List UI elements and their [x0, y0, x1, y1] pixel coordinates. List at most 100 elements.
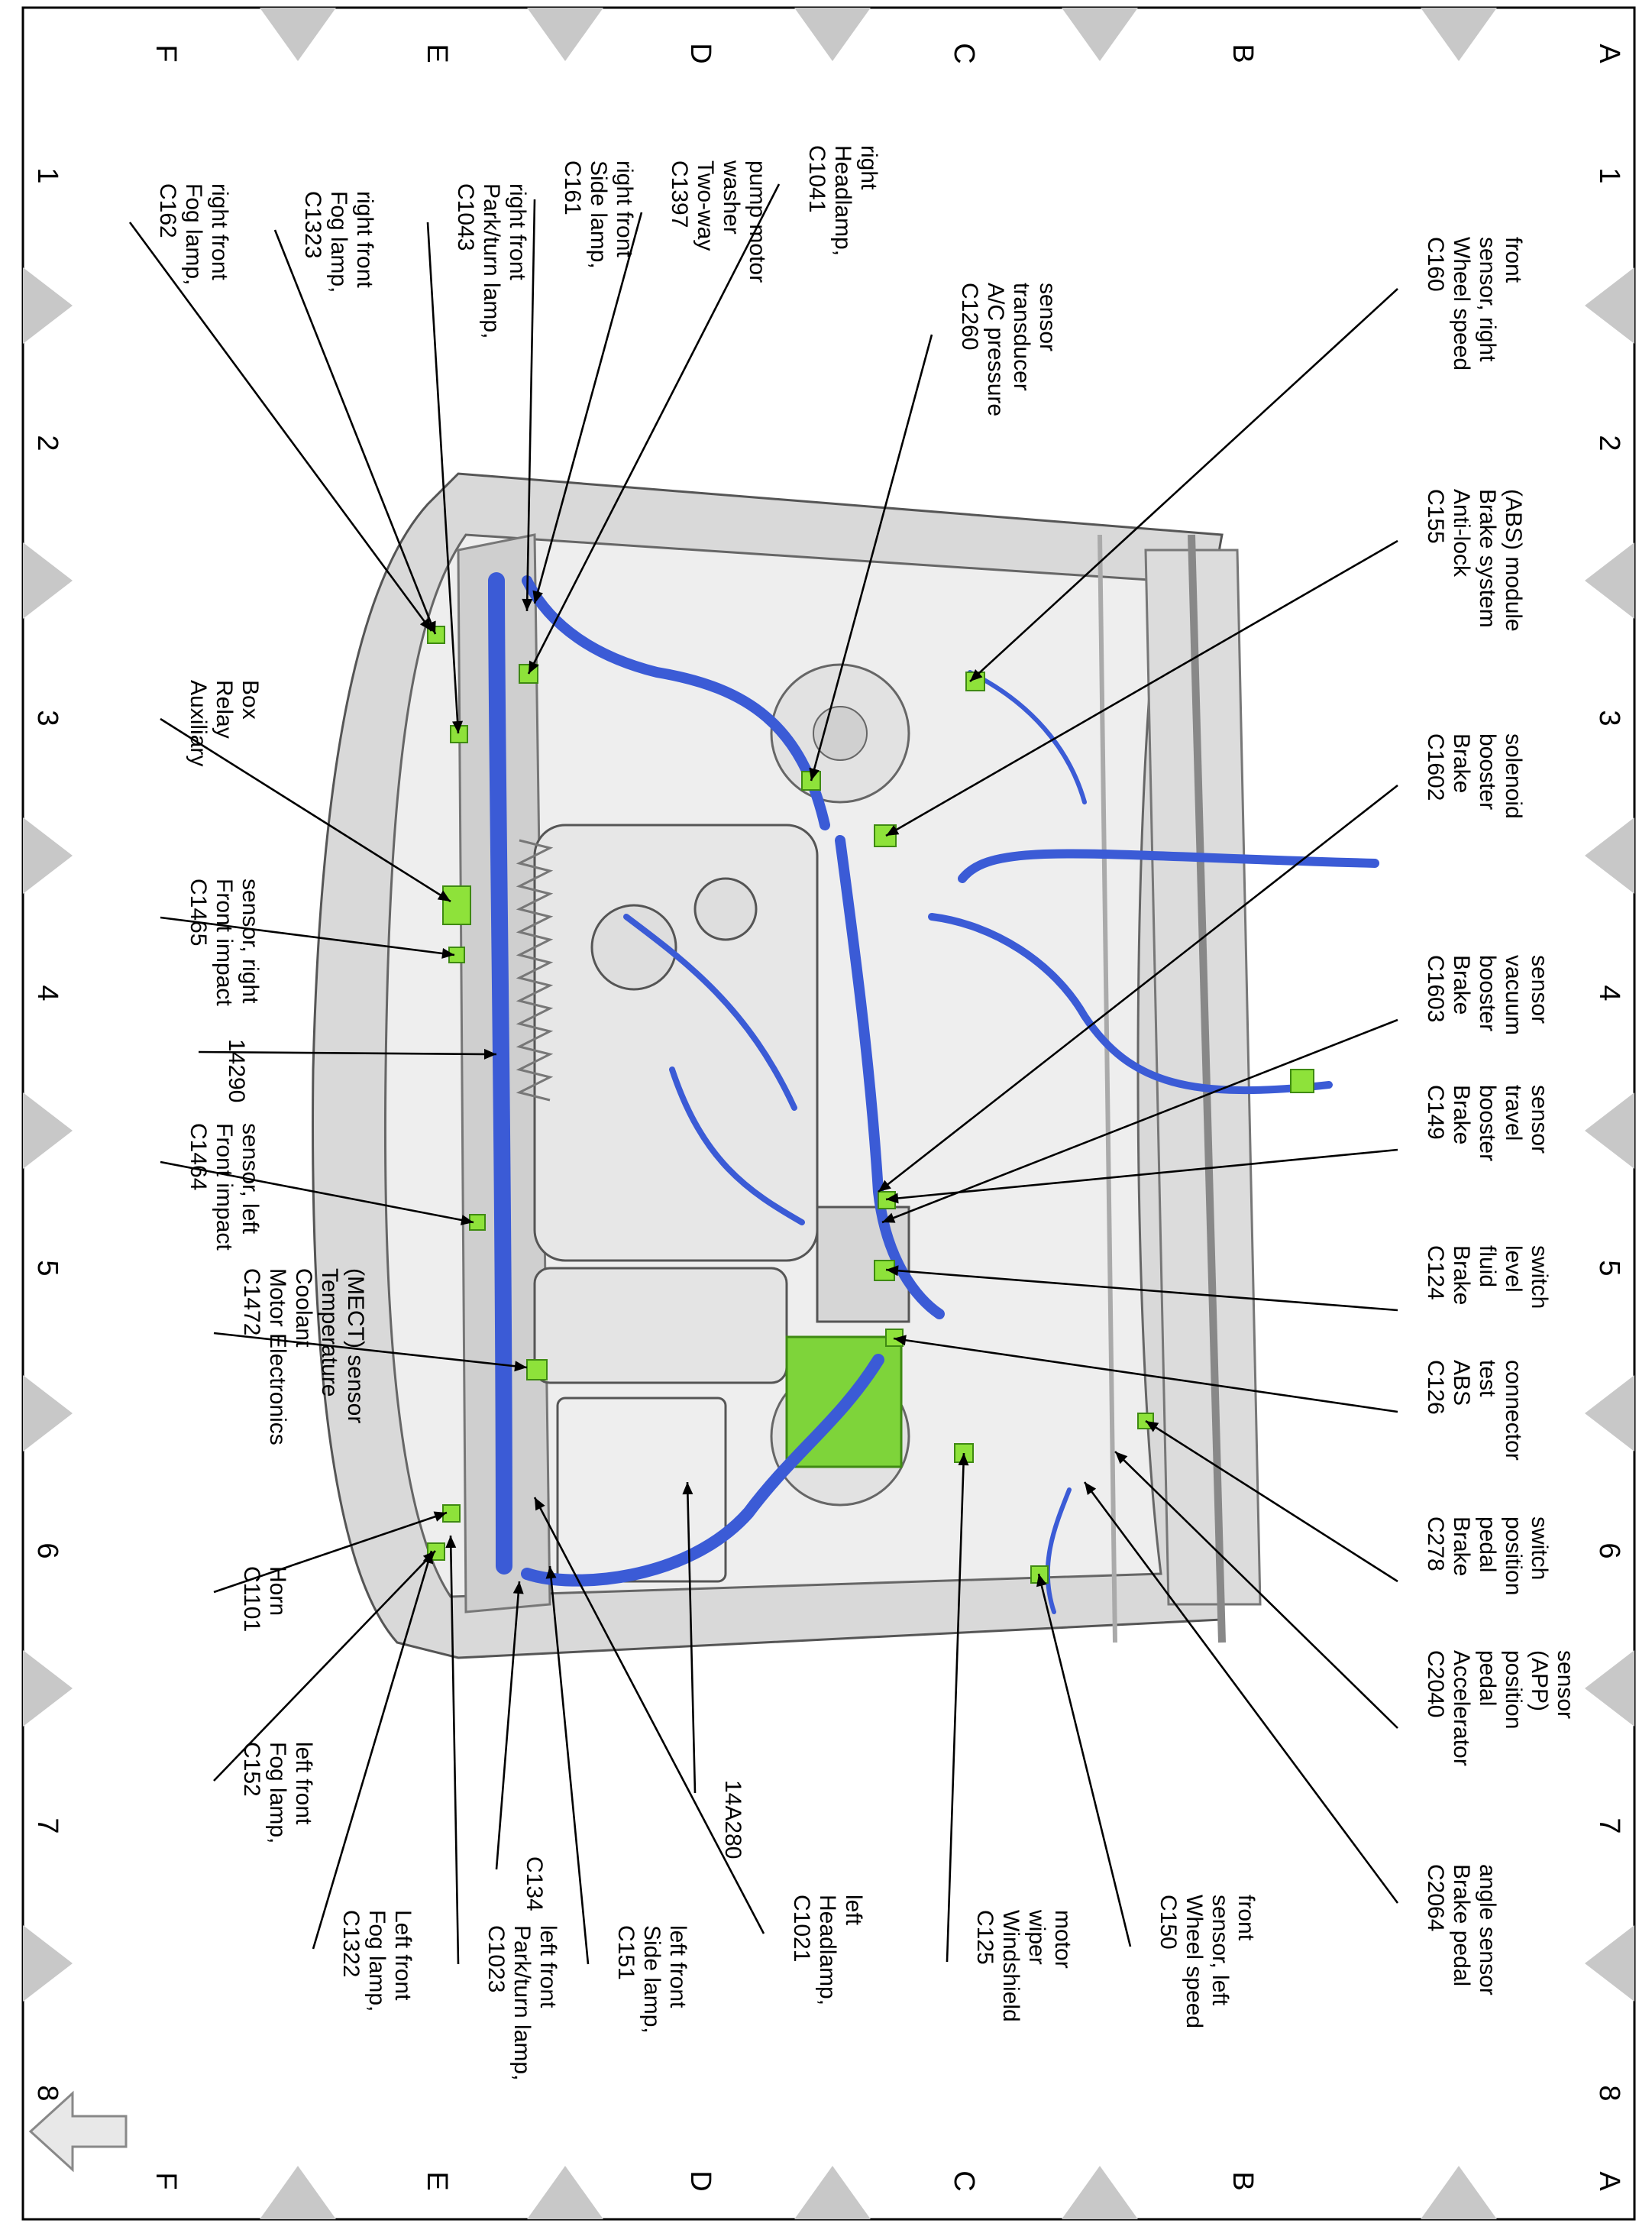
leader-arrow-c1021	[535, 1497, 545, 1511]
callout-desc-c125: Windshield	[998, 1910, 1023, 2022]
leader-line-c1322	[312, 1550, 433, 1950]
callout-desc-c155: (ABS) module	[1501, 489, 1526, 632]
grid-marker-top	[260, 8, 336, 61]
grid-marker-left	[23, 817, 73, 894]
grid-row-label-B-bottom: B	[1227, 2171, 1259, 2190]
callout-desc-c124: Brake	[1449, 1245, 1474, 1305]
grid-row-label-F-bottom: F	[150, 2172, 182, 2190]
leader-line-c2040	[1114, 1451, 1398, 1729]
leader-arrow-c134	[512, 1581, 524, 1594]
callout-desc-c1322: Fog lamp,	[364, 1910, 390, 2012]
callout-desc-c161: right front	[612, 160, 637, 257]
grid-marker-right	[1585, 1375, 1634, 1452]
grid-col-label-2-right: 2	[1593, 435, 1625, 451]
leader-arrow-c1472	[514, 1361, 527, 1372]
grid-marker-top	[1062, 8, 1138, 61]
leader-arrow-c1023	[445, 1536, 457, 1549]
callout-desc-c125: wiper	[1024, 1909, 1049, 1965]
grid-row-label-E-top: E	[421, 44, 453, 63]
leader-line-c124	[885, 1268, 1398, 1312]
callout-desc-c151: left front	[665, 1925, 690, 2008]
right-strut-cap	[813, 706, 868, 761]
callout-code-c1322: C1322	[338, 1910, 364, 1977]
grid-marker-right	[1585, 1092, 1634, 1169]
leader-line-c1397	[533, 212, 643, 604]
leader-arrow-c162	[419, 617, 432, 631]
callout-leader-lines	[128, 183, 1399, 1965]
callout-desc-c1472: Coolant	[291, 1268, 316, 1348]
leader-arrow-c160	[970, 669, 983, 681]
leader-line-c1260	[810, 334, 933, 782]
callout-desc-c1043: right front	[505, 183, 530, 280]
grid-col-label-4-right: 4	[1593, 985, 1625, 1001]
callout-desc-c1465: sensor, right	[238, 879, 263, 1004]
callout-desc-c1397: pump motor	[745, 160, 770, 283]
leader-arrow-c1602	[878, 1180, 891, 1192]
grid-col-label-2-left: 2	[31, 435, 63, 451]
callout-desc-c151: Side lamp,	[639, 1925, 664, 2034]
grid-col-label-7-right: 7	[1593, 1817, 1625, 1834]
back-arrow-button[interactable]	[28, 2090, 128, 2173]
grid-marker-left	[23, 1375, 73, 1452]
left-harness-branch	[521, 1354, 884, 1587]
leader-line-c1464	[160, 1160, 474, 1224]
callout-desc-c2040: pedal	[1475, 1650, 1500, 1706]
callout-desc-c1023: Park/turn lamp,	[509, 1925, 535, 2080]
wiring-harness	[488, 572, 1379, 1614]
grid-col-label-6-right: 6	[1593, 1542, 1625, 1558]
callout-code-c1465: C1465	[186, 879, 211, 946]
callout-code-c1023: C1023	[483, 1925, 509, 1992]
callout-code-c150: C150	[1156, 1895, 1181, 1950]
leader-arrow-c1465	[441, 948, 454, 959]
grid-marker-right	[1585, 1925, 1634, 2002]
callout-desc-c278: Brake	[1449, 1516, 1474, 1576]
back-arrow-icon[interactable]	[28, 2090, 128, 2173]
callout-desc-aux: Relay	[212, 680, 237, 739]
grid-col-label-5-left: 5	[31, 1260, 63, 1276]
grid-row-label-D-bottom: D	[684, 2170, 716, 2191]
leader-line-c162	[128, 222, 433, 632]
callout-desc-c149: sensor	[1527, 1085, 1552, 1154]
callout-desc-c126: ABS	[1449, 1360, 1474, 1406]
callout-code-14a280: 14A280	[720, 1780, 745, 1859]
callout-code-c152: C152	[239, 1742, 264, 1797]
callout-desc-c1464: sensor, left	[238, 1123, 263, 1235]
callout-desc-c1602: solenoid	[1501, 733, 1526, 819]
leader-arrow-c161	[522, 598, 533, 611]
callout-desc-c2040: position	[1501, 1650, 1526, 1729]
leader-line-c1021	[533, 1497, 765, 1934]
grid-col-label-3-left: 3	[31, 710, 63, 726]
leader-line-c134	[495, 1581, 521, 1870]
callout-code-c1041: C1041	[804, 145, 829, 212]
callout-desc-c1260: A/C pressure	[983, 283, 1008, 416]
callout-desc-c1041: right	[856, 145, 881, 190]
connector-cabin	[1290, 1069, 1314, 1093]
callout-desc-c150: Wheel speed	[1182, 1895, 1207, 2028]
grid-col-label-8-left: 8	[31, 2085, 63, 2101]
grid-marker-left	[23, 267, 73, 344]
connector-aux-relay-box	[442, 885, 471, 925]
callout-desc-c1323: Fog lamp,	[326, 191, 351, 293]
engine-cover	[533, 824, 819, 1262]
cowl-trim	[1098, 534, 1117, 1643]
leader-arrow-14a280	[682, 1482, 693, 1495]
callout-desc-c1101: Horn	[265, 1566, 290, 1616]
callout-desc-c1023: left front	[535, 1925, 561, 2008]
grid-row-label-C-top: C	[948, 43, 980, 63]
grid-row-label-A-top: A	[1593, 44, 1625, 63]
oil-filler-cap	[590, 904, 677, 991]
leader-line-c1043	[426, 222, 460, 734]
callout-code-c162: C162	[155, 183, 180, 238]
grid-col-label-8-right: 8	[1593, 2085, 1625, 2101]
callout-desc-c2040: Accelerator	[1449, 1650, 1474, 1766]
